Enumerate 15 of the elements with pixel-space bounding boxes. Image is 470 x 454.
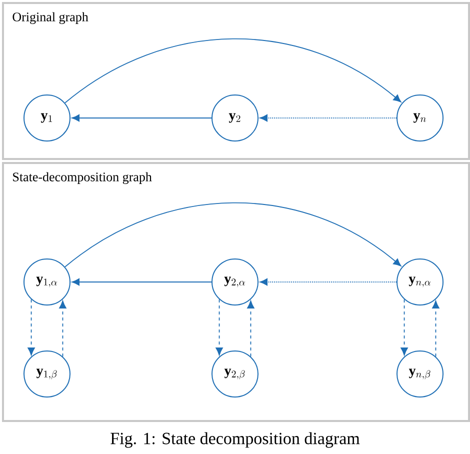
curved-arrow	[64, 38, 402, 104]
arrow	[216, 299, 223, 356]
arrow	[28, 299, 35, 356]
arrow	[400, 299, 408, 356]
arrow	[260, 278, 397, 286]
arrow	[432, 300, 440, 357]
curved-arrow	[64, 202, 402, 268]
arrow	[72, 114, 212, 122]
arrow	[260, 114, 397, 122]
arrow	[72, 278, 212, 286]
panel-heading: Original graph	[12, 12, 88, 24]
caption: Fig. 1: State decomposition diagram	[110, 432, 360, 448]
arrow	[247, 300, 254, 357]
panel-heading: State-decomposition graph	[13, 172, 152, 184]
arrow	[59, 300, 66, 357]
